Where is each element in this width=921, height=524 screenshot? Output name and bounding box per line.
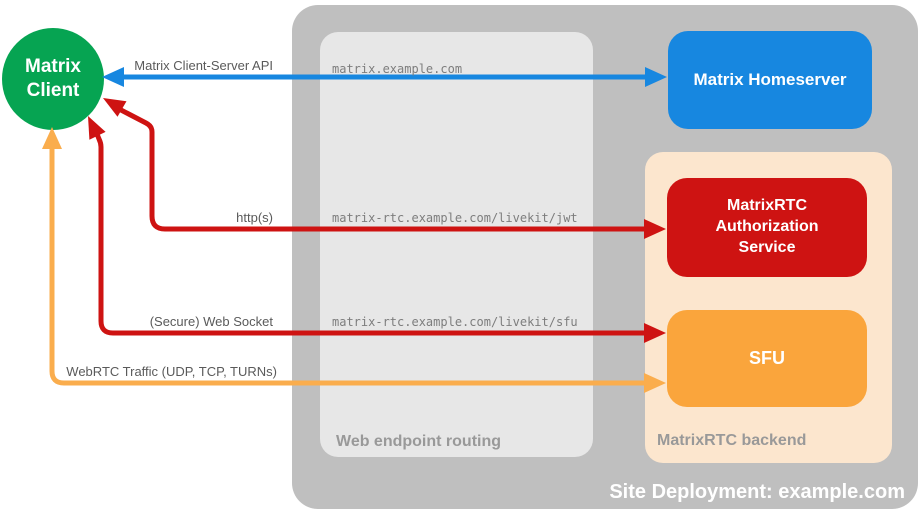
arrow-label-client-server-api: Matrix Client-Server API bbox=[134, 58, 273, 73]
arrow-label-webrtc-traffic: WebRTC Traffic (UDP, TCP, TURNs) bbox=[66, 364, 277, 379]
arrowhead-client-icon bbox=[88, 116, 106, 140]
auth-service-label: MatrixRTC Authorization Service bbox=[715, 197, 819, 256]
arrowhead-left-icon bbox=[102, 67, 124, 87]
sfu-label: SFU bbox=[749, 348, 785, 368]
arrow-label-https: http(s) bbox=[236, 210, 273, 225]
arrowhead-client-icon bbox=[103, 98, 127, 117]
route-livekit-sfu: matrix-rtc.example.com/livekit/sfu bbox=[332, 315, 578, 329]
site-deployment-caption: Site Deployment: example.com bbox=[609, 481, 905, 503]
web-endpoint-routing-caption: Web endpoint routing bbox=[336, 433, 502, 450]
route-livekit-jwt: matrix-rtc.example.com/livekit/jwt bbox=[332, 211, 578, 225]
sfu-node: SFU bbox=[667, 310, 867, 407]
web-endpoint-routing-box bbox=[320, 32, 593, 457]
route-matrix-example-com: matrix.example.com bbox=[332, 62, 463, 76]
matrixrtc-backend-caption: MatrixRTC backend bbox=[657, 432, 807, 449]
matrix-homeserver-node: Matrix Homeserver bbox=[668, 31, 872, 129]
arrowhead-client-icon bbox=[42, 127, 62, 149]
matrix-homeserver-label: Matrix Homeserver bbox=[693, 70, 847, 89]
matrixrtc-authorization-service-node: MatrixRTC Authorization Service bbox=[667, 178, 867, 277]
arrow-label-secure-web-socket: (Secure) Web Socket bbox=[149, 314, 273, 329]
